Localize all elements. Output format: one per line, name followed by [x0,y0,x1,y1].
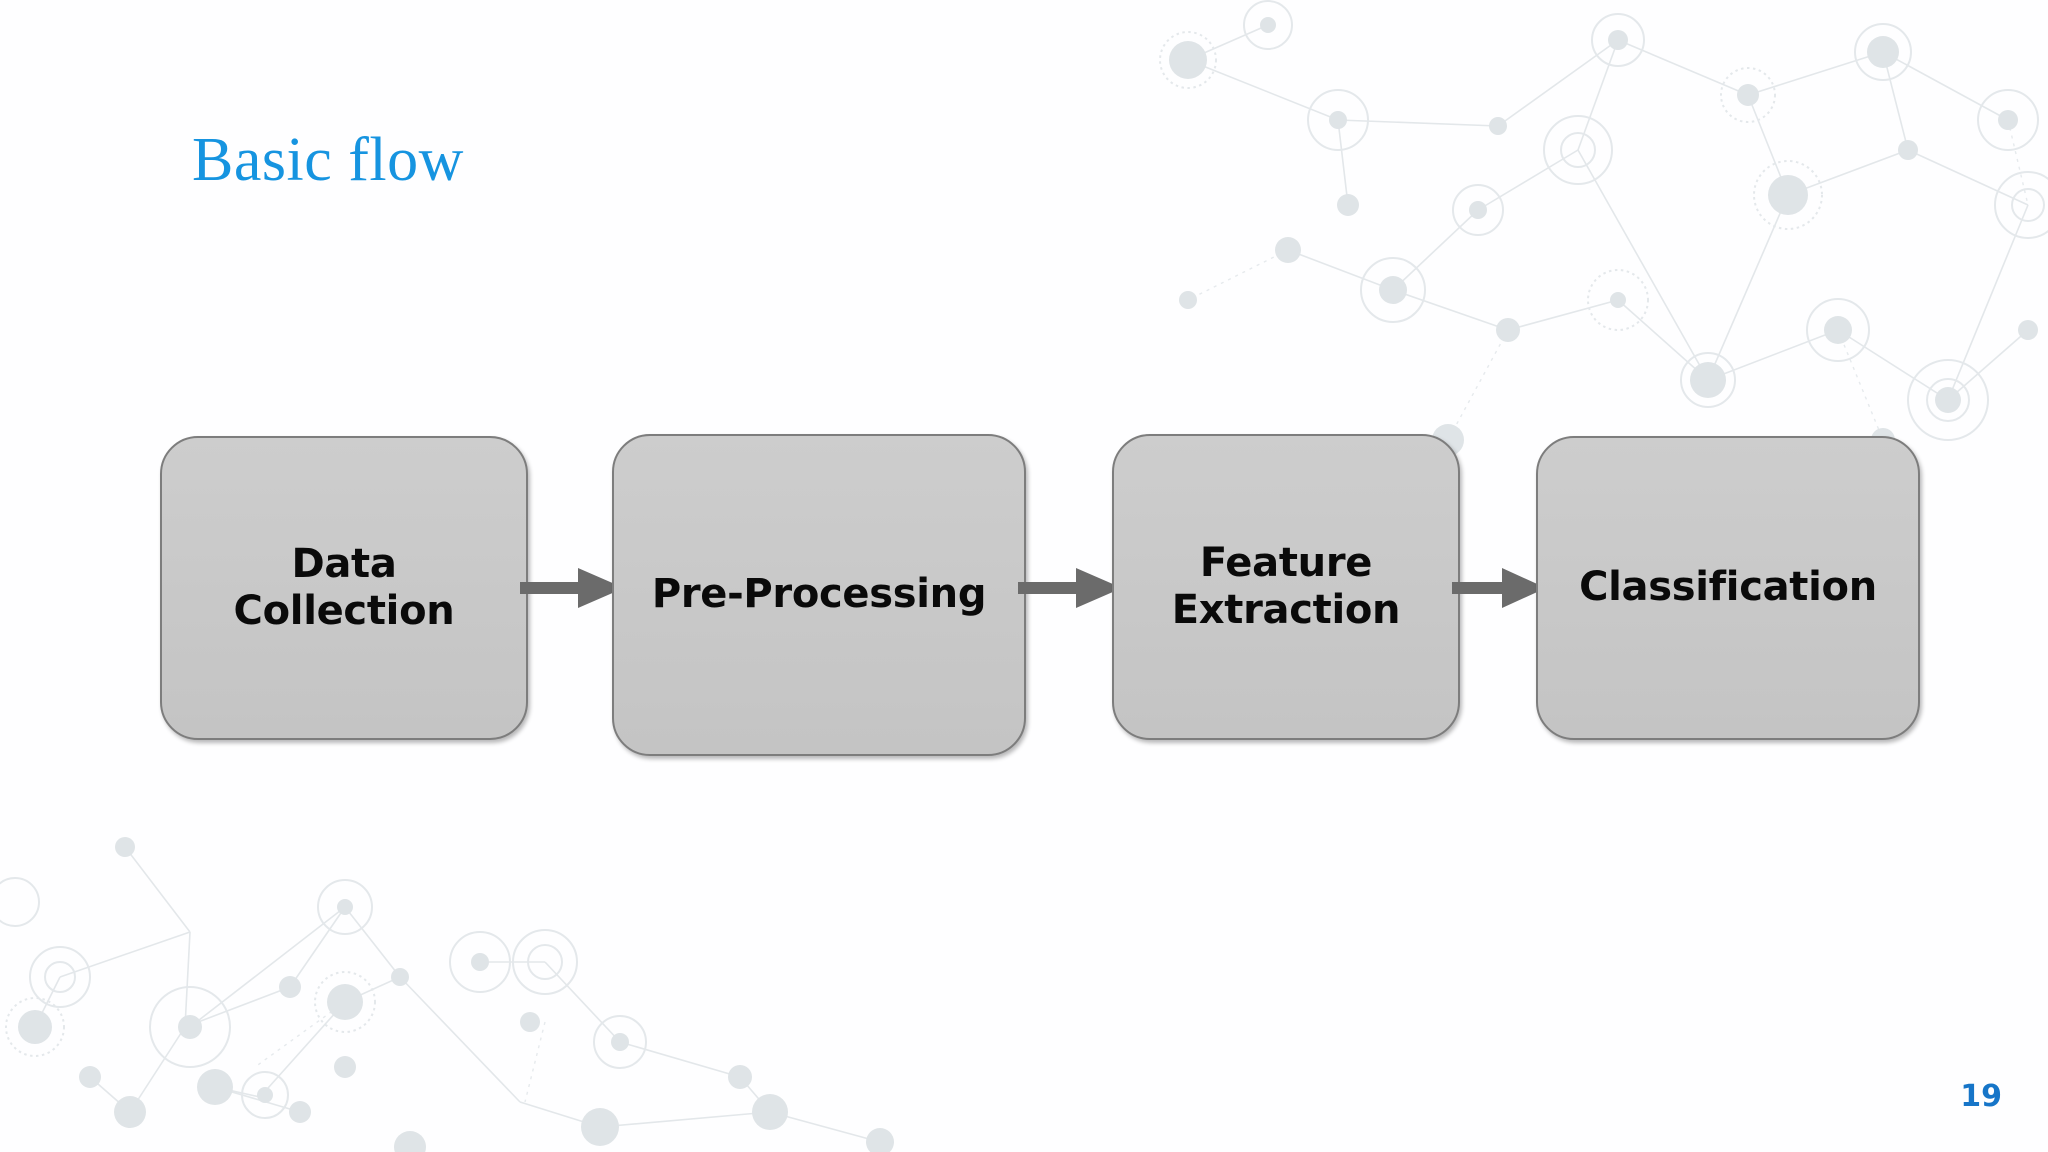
flow-node-label: Feature Extraction [1171,539,1401,633]
flow-node-pre-processing[interactable]: Pre-Processing [612,434,1026,756]
flow-node-data-collection[interactable]: Data Collection [160,436,528,740]
flow-node-label: Classification [1579,564,1877,611]
flow-node-feature-extraction[interactable]: Feature Extraction [1112,434,1460,740]
arrow-right-icon-2 [1018,568,1122,608]
arrow-right-icon-1 [520,568,624,608]
flow-node-label: Data Collection [233,540,455,634]
flow-node-label: Pre-Processing [651,571,987,618]
arrow-right-icon-3 [1452,568,1546,608]
flow-node-classification[interactable]: Classification [1536,436,1920,740]
slide-title: Basic flow [192,126,464,194]
page-number: 19 [1960,1079,2002,1114]
